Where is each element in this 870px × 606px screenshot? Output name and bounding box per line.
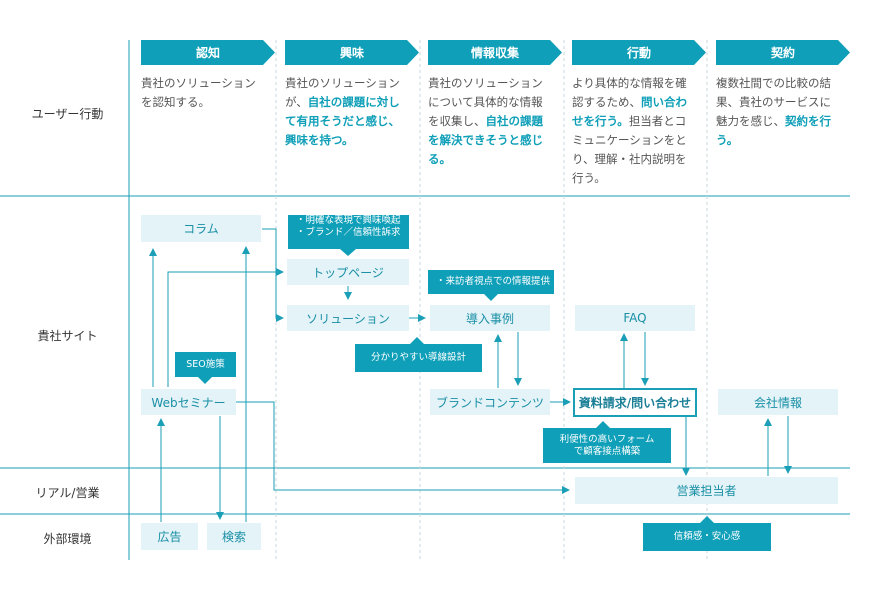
desc-line: 魅力を感じ、契約を行 [716,112,841,131]
desc-line: り、理解・社内説明を [572,152,687,166]
row-label-external: 外部環境 [43,532,92,546]
desc-research: 貴社のソリューション について具体的な情報 を収集し、自社の課題 を解決できそう… [428,74,553,169]
box-webinar[interactable]: Webセミナー [141,389,236,415]
box-solution[interactable]: ソリューション [287,305,409,331]
box-search[interactable]: 検索 [207,523,261,550]
desc-line: 行う。 [572,171,606,185]
box-faq[interactable]: FAQ [575,305,695,331]
note-form: 利便性の高いフォーム で顧客接点構築 [543,428,671,463]
desc-text: を収集し、 [428,114,486,128]
note-line: 利便性の高いフォーム [559,433,655,445]
desc-interest: 貴社のソリューション が、自社の課題に対し て有用そうだと感じ、 興味を持つ。 [285,74,410,150]
desc-text: が、 [285,95,308,109]
note-seo: SEO施策 [175,352,236,377]
desc-text: 魅力を感じ、 [716,114,785,128]
note-toppage: ・明確な表現で興味喚起 ・ブランド／信頼性訴求 [288,215,409,249]
desc-line: について具体的な情報 [428,95,543,109]
desc-contract: 複数社間での比較の結 果、貴社のサービスに 魅力を感じ、契約を行 う。 [716,74,841,150]
desc-highlight: 自社の課題に対し [307,95,400,109]
desc-line: 貴社のソリューション [428,76,543,90]
desc-line: 複数社間での比較の結 [716,76,831,90]
note-line: ・ブランド／信頼性訴求 [296,227,401,238]
desc-highlight: る。 [428,152,451,166]
box-case-study[interactable]: 導入事例 [430,305,550,331]
desc-line: より具体的な情報を確 [572,76,687,90]
desc-line: 貴社のソリューション [141,76,256,90]
stage-research: 情報収集 [428,40,562,65]
note-line: ・明確な表現で興味喚起 [296,215,401,226]
stage-contract: 契約 [716,40,850,65]
desc-text: 認するため、 [572,95,641,109]
box-column[interactable]: コラム [141,215,261,242]
box-company-info[interactable]: 会社情報 [718,389,838,415]
stage-recognition: 認知 [141,40,275,65]
box-toppage[interactable]: トップページ [287,259,409,285]
note-visitor: ・来訪者視点での情報提供 [428,270,554,294]
box-sales-rep[interactable]: 営業担当者 [575,477,838,504]
desc-line: せを行う。担当者とコ [572,112,697,131]
desc-highlight: 自社の課題 [485,114,544,128]
desc-line: を認知する。 [141,95,210,109]
desc-highlight: を解決できそうと感じ [428,133,543,147]
box-brand-content[interactable]: ブランドコンテンツ [430,389,550,415]
desc-line: ミュニケーションをと [572,133,687,147]
desc-highlight: 契約を行 [785,114,831,128]
stage-action: 行動 [572,40,706,65]
row-label-real-sales: リアル/営業 [35,486,100,500]
desc-line: が、自社の課題に対し [285,93,410,112]
stage-interest: 興味 [285,40,419,65]
desc-highlight: う。 [716,133,739,147]
desc-text: 担当者とコ [628,114,687,128]
desc-action: より具体的な情報を確 認するため、問い合わ せを行う。担当者とコ ミュニケーショ… [572,74,697,188]
note-line: で顧客接点構築 [573,445,641,457]
row-label-user-action: ユーザー行動 [31,107,104,121]
desc-line: 貴社のソリューション [285,76,400,90]
desc-highlight: 興味を持つ。 [285,133,354,147]
desc-highlight: て有用そうだと感じ、 [285,114,400,128]
box-ads[interactable]: 広告 [141,523,198,550]
desc-line: 果、貴社のサービスに [716,95,831,109]
desc-line: 認するため、問い合わ [572,93,697,112]
desc-line: を収集し、自社の課題 [428,112,553,131]
row-label-company-site: 貴社サイト [37,329,98,343]
desc-highlight: 問い合わ [641,95,687,109]
note-nav-design: 分かりやすい導線設計 [355,344,482,372]
box-inquiry[interactable]: 資料請求/問い合わせ [573,388,697,417]
desc-recognition: 貴社のソリューション を認知する。 [141,74,266,112]
desc-highlight: せを行う。 [572,114,629,128]
note-trust: 信頼感・安心感 [643,523,771,551]
